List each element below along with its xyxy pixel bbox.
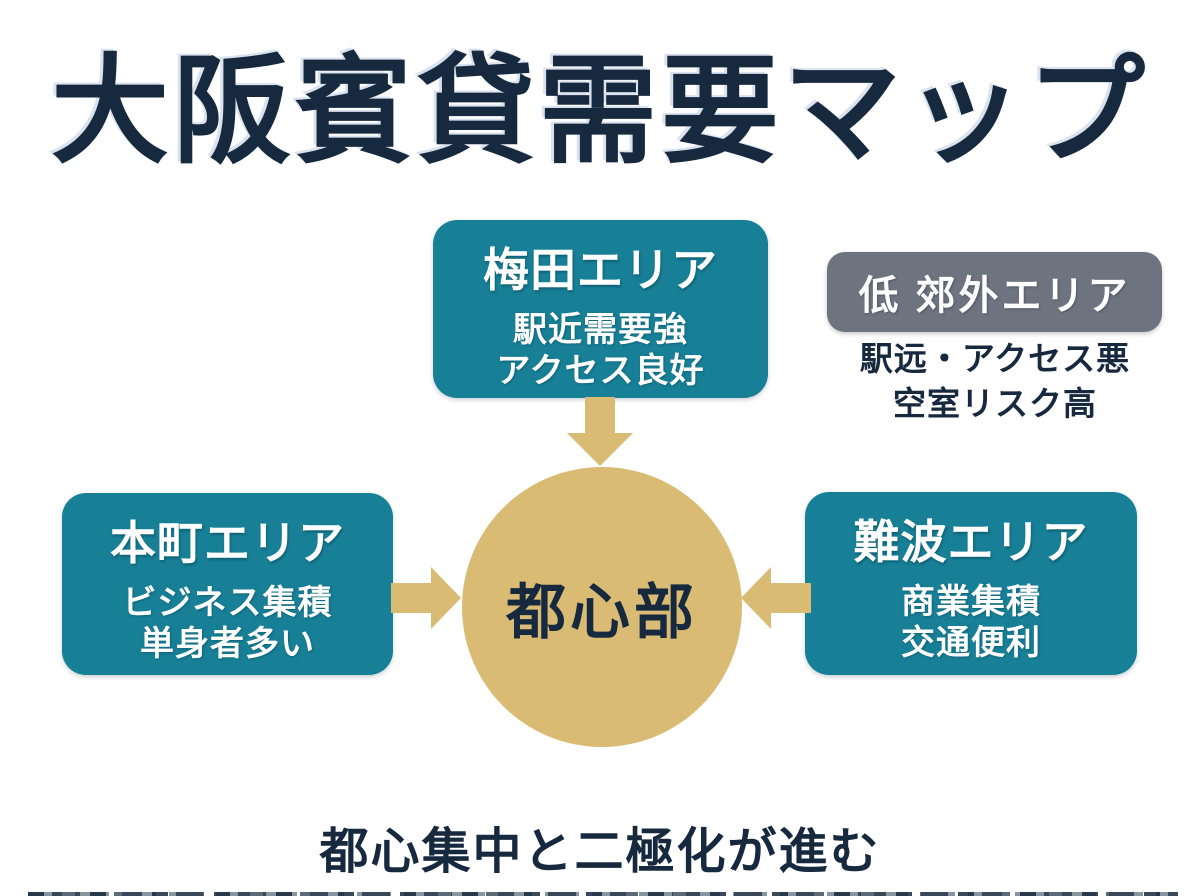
cutoff-text-strip bbox=[28, 892, 1178, 896]
center-circle: 都心部 bbox=[462, 467, 742, 747]
arrow-right-icon bbox=[431, 567, 461, 629]
area-title-honmachi: 本町エリア bbox=[110, 517, 345, 569]
arrow-down-shaft bbox=[585, 397, 615, 435]
area-box-umeda: 梅田エリア 駅近需要強 アクセス良好 bbox=[433, 220, 768, 398]
area-line: 駅近需要強 bbox=[513, 311, 688, 349]
area-line: 交通便利 bbox=[901, 624, 1041, 662]
suburb-notes: 駅远・アクセス悪 空室リスク高 bbox=[810, 336, 1180, 426]
area-line: ビジネス集積 bbox=[122, 584, 333, 622]
area-title-namba: 難波エリア bbox=[853, 516, 1089, 568]
arrow-left-shaft bbox=[769, 583, 811, 613]
arrow-down-icon bbox=[567, 433, 633, 466]
arrow-left-icon bbox=[741, 567, 771, 629]
page-title: 大阪賓貸需要マップ bbox=[50, 46, 1149, 178]
area-details-umeda: 駅近需要強 アクセス良好 bbox=[496, 310, 704, 392]
area-box-honmachi: 本町エリア ビジネス集積 単身者多い bbox=[62, 493, 393, 675]
area-line: 単身者多い bbox=[140, 625, 315, 663]
suburb-low-badge: 低 郊外エリア bbox=[827, 252, 1162, 332]
area-details-honmachi: ビジネス集積 単身者多い bbox=[123, 583, 333, 665]
arrow-right-shaft bbox=[391, 583, 433, 613]
footer-conclusion: 都心集中と二極化が進む bbox=[319, 825, 881, 879]
area-box-namba: 難波エリア 商業集積 交通便利 bbox=[805, 492, 1137, 675]
suburb-note-line: 空室リスク高 bbox=[893, 385, 1097, 422]
area-details-namba: 商業集積 交通便利 bbox=[901, 582, 1041, 664]
area-line: 商業集積 bbox=[901, 583, 1041, 621]
area-title-umeda: 梅田エリア bbox=[483, 244, 718, 296]
suburb-note-line: 駅远・アクセス悪 bbox=[859, 340, 1131, 377]
center-label: 都心部 bbox=[506, 578, 698, 646]
area-line: アクセス良好 bbox=[496, 352, 705, 390]
